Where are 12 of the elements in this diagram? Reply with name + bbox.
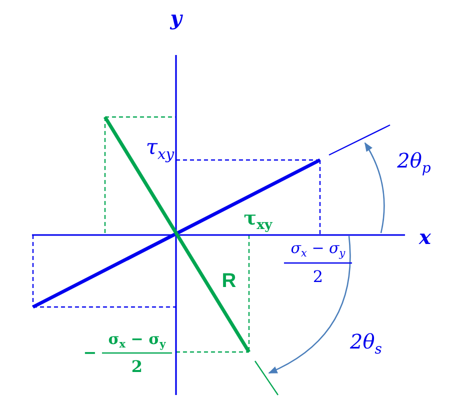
- fraction-denominator: 2: [312, 269, 324, 285]
- axis-label: x: [419, 227, 431, 247]
- math-label: R: [222, 271, 236, 291]
- fraction-numerator: σ$_{x}$ − σ$_{y}$: [108, 332, 166, 350]
- angle-label: 2θ$_{p}$: [397, 150, 431, 176]
- minus-sign: −: [83, 345, 97, 361]
- angle-label: 2θ$_{s}$: [350, 332, 382, 356]
- fraction-denominator: 2: [131, 359, 143, 375]
- axis-label: y: [170, 8, 182, 28]
- math-label: τ$_{xy}$: [146, 137, 174, 163]
- fraction-numerator: σ$_{x}$ − σ$_{y}$: [290, 240, 346, 260]
- math-label: τ$_{xy}$: [244, 210, 272, 232]
